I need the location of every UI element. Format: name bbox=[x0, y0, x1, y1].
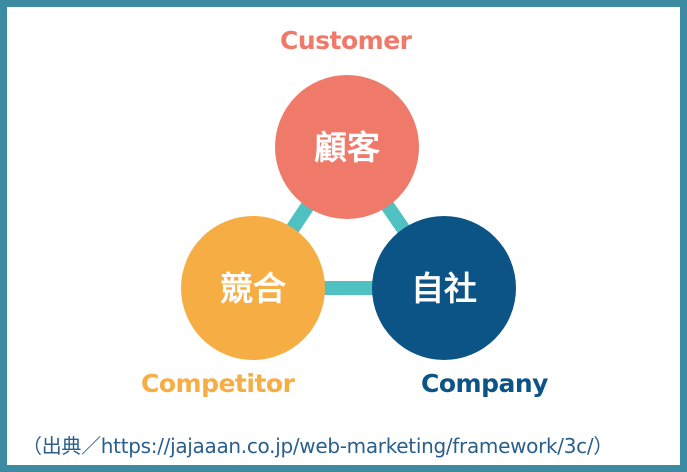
competitor-label: Competitor bbox=[141, 369, 295, 398]
competitor-circle-text: 競合 bbox=[220, 269, 286, 308]
customer-circle bbox=[275, 75, 419, 219]
customer-label: Customer bbox=[280, 26, 412, 55]
source-citation: （出典／https://jajaaan.co.jp/web-marketing/… bbox=[22, 434, 614, 458]
company-circle-text: 自社 bbox=[411, 269, 477, 308]
customer-circle-text: 顧客 bbox=[314, 128, 380, 167]
competitor-circle bbox=[181, 216, 325, 360]
company-label: Company bbox=[421, 369, 548, 398]
company-circle bbox=[372, 216, 516, 360]
